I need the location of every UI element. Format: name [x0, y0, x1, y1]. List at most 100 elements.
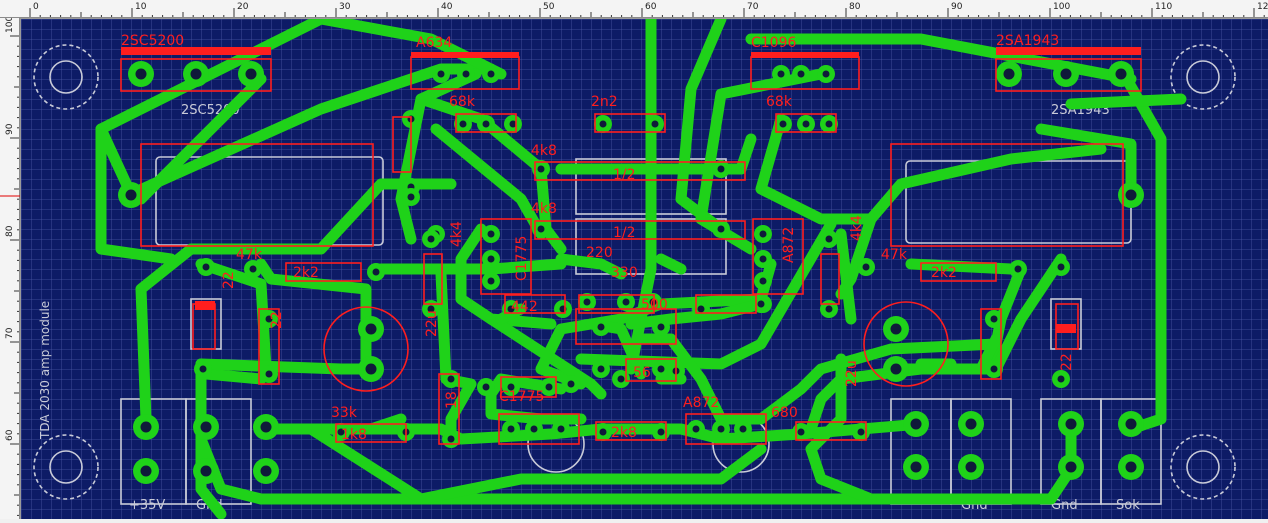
- pad-hole: [447, 435, 455, 443]
- ruler-top-label: 80: [849, 2, 861, 12]
- pad-hole: [657, 365, 665, 373]
- pad-hole: [507, 425, 515, 433]
- label-4k8-b: 4k8: [531, 201, 557, 217]
- pad-hole: [537, 225, 545, 233]
- ruler-top-label: 110: [1155, 2, 1172, 12]
- label-47k-right: 47k: [881, 247, 908, 263]
- pad-hole: [507, 383, 515, 391]
- ruler-top-label: 60: [645, 2, 657, 12]
- pad-hole: [797, 70, 805, 78]
- pad-hole: [990, 315, 998, 323]
- pad-hole: [190, 68, 202, 80]
- pad-hole: [857, 428, 865, 436]
- pad-hole: [545, 383, 553, 391]
- pad-hole: [862, 263, 870, 271]
- pad-hole: [507, 305, 515, 313]
- pad-hole: [372, 268, 380, 276]
- label-u2: 1/2: [613, 225, 636, 241]
- pad-hole: [1125, 418, 1137, 430]
- label-22-c: 22: [269, 311, 285, 329]
- ruler-left-label: 90: [5, 123, 15, 135]
- pad-hole: [965, 461, 977, 473]
- pad-hole: [622, 298, 630, 306]
- pad-hole: [140, 465, 152, 477]
- pad-hole: [797, 428, 805, 436]
- pad-hole: [1057, 263, 1065, 271]
- conn-label-sok: Sok: [1116, 498, 1140, 513]
- ruler-left-label: 80: [5, 225, 15, 237]
- pad-hole: [890, 363, 902, 375]
- pad-hole: [759, 255, 767, 263]
- pad-hole: [509, 120, 517, 128]
- pad-hole: [657, 323, 665, 331]
- pad-hole: [1125, 461, 1137, 473]
- label-68k-right: 68k: [766, 94, 793, 110]
- pad-hole: [337, 428, 345, 436]
- label-500: 500: [641, 297, 668, 313]
- pad-hole: [617, 375, 625, 383]
- label-22-b: 22: [1059, 353, 1075, 371]
- pad-hole: [825, 120, 833, 128]
- label-47k-left: 47k: [236, 247, 263, 263]
- component-tabs: [121, 47, 1141, 333]
- label-2k2-left: 2k2: [293, 265, 319, 281]
- pad-hole: [427, 235, 435, 243]
- pad-hole: [1060, 68, 1072, 80]
- pad-hole: [245, 68, 257, 80]
- pad-layer[interactable]: [118, 61, 1144, 484]
- label-18: 18: [444, 391, 460, 409]
- pad-hole: [487, 255, 495, 263]
- pad-hole: [657, 428, 665, 436]
- ruler-top-label: 50: [543, 2, 555, 12]
- label-22u-right: 22u: [844, 360, 860, 387]
- pad-hole: [530, 425, 538, 433]
- pad-hole: [437, 70, 445, 78]
- pad-hole: [482, 383, 490, 391]
- label-33k: 33k: [331, 405, 358, 421]
- pad-hole: [427, 305, 435, 313]
- pad-hole: [697, 305, 705, 313]
- pad-hole: [125, 189, 137, 201]
- label-220-top: 220: [586, 245, 613, 261]
- pad-hole: [407, 193, 415, 201]
- pad-hole: [717, 225, 725, 233]
- label-2k2-right: 2k2: [931, 265, 957, 281]
- pad-hole: [1125, 189, 1137, 201]
- pad-hole: [200, 421, 212, 433]
- top-ruler[interactable]: 0102030405060708090100110120: [0, 0, 1268, 19]
- pad-hole: [739, 425, 747, 433]
- pad-hole: [597, 323, 605, 331]
- label-q1: 2SC5200: [121, 33, 184, 49]
- label-68k-left: 68k: [449, 94, 476, 110]
- pad-hole: [583, 298, 591, 306]
- label-a872-a: A872: [781, 227, 797, 263]
- pad-hole: [199, 365, 207, 373]
- label-c1775: C1775: [514, 236, 530, 281]
- label-4k4-a: 4k4: [449, 221, 465, 247]
- pad-hole: [910, 461, 922, 473]
- pad-hole: [482, 120, 490, 128]
- ruler-top-label: 100: [1053, 2, 1070, 12]
- pad-hole: [265, 370, 273, 378]
- pad-hole: [825, 235, 833, 243]
- label-2n2: 2n2: [591, 94, 618, 110]
- pad-hole: [200, 465, 212, 477]
- pad-hole: [717, 425, 725, 433]
- pad-hole: [140, 421, 152, 433]
- side-vertical-text: TDA 2030 amp module: [38, 301, 52, 440]
- pad-hole: [260, 421, 272, 433]
- pad-hole: [599, 120, 607, 128]
- label-2k8: 2k8: [611, 425, 637, 441]
- label-q4: 2SA1943: [996, 33, 1059, 49]
- pad-hole: [487, 277, 495, 285]
- pad-hole: [597, 365, 605, 373]
- pad-hole: [567, 380, 575, 388]
- ruler-left-label: 100: [5, 18, 15, 33]
- label-22u-left: 22u: [424, 310, 440, 337]
- pad-hole: [135, 68, 147, 80]
- pad-hole: [249, 265, 257, 273]
- label-56: 56: [633, 365, 651, 381]
- pcb-canvas[interactable]: 2SC5200 2SA1943 +35V Gnd Gnd Gnd Sok TDA…: [21, 13, 1268, 520]
- pad-hole: [910, 418, 922, 430]
